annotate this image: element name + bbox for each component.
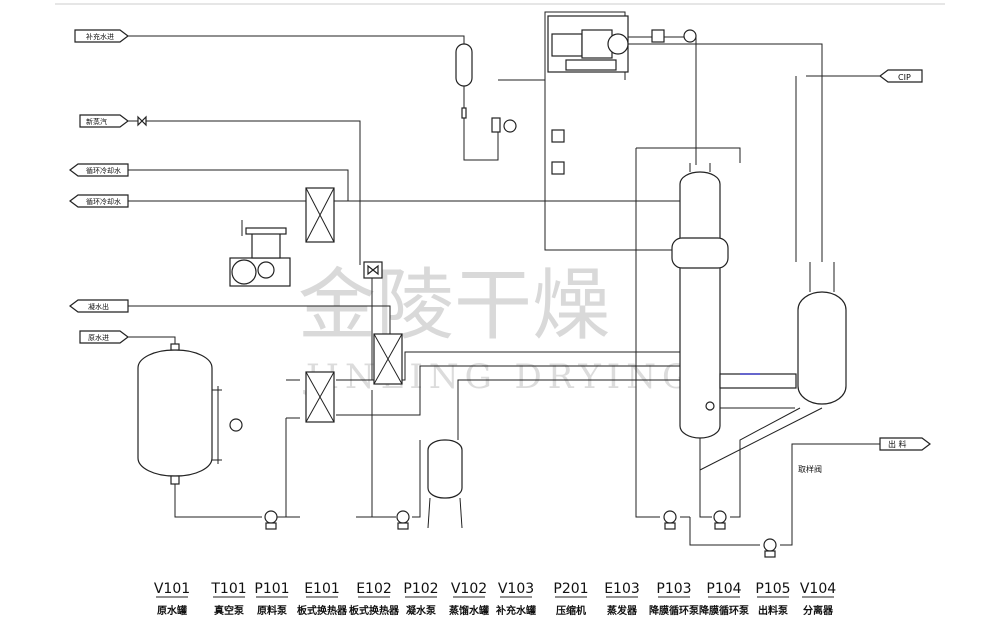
svg-text:循环冷却水: 循环冷却水 (86, 197, 121, 206)
legend-name-v103: 补充水罐 (495, 604, 536, 617)
v103-makeup-water-tank (455, 43, 473, 119)
legend-code-e101: E101 (304, 581, 340, 597)
sample-valve-label: 取样阀 (798, 464, 822, 474)
p101-feed-pump (264, 510, 278, 530)
legend-code-v102: V102 (451, 581, 487, 597)
stream-tag-cip: CIP (879, 69, 923, 83)
svg-text:补充水进: 补充水进 (86, 32, 114, 41)
p102-condensate-pump (396, 510, 410, 530)
instrument-bubble (503, 119, 517, 133)
t101-vacuum-pump (229, 220, 291, 287)
legend-name-p105: 出料泵 (758, 604, 789, 617)
svg-text:新蒸汽: 新蒸汽 (86, 117, 107, 126)
svg-text:CIP: CIP (898, 73, 911, 82)
legend-name-t101: 真空泵 (214, 604, 245, 617)
p104-circulation-pump (713, 510, 727, 530)
legend-code-e103: E103 (604, 581, 640, 597)
stream-tag-condensate-out: 凝水出 (69, 299, 129, 313)
instrument-2 (551, 161, 565, 175)
legend-code-p105: P105 (755, 581, 790, 597)
instrument-ti (683, 29, 697, 43)
svg-text:原水进: 原水进 (88, 333, 109, 342)
watermark-en: JINLING DRYING (303, 357, 695, 397)
svg-text:循环冷却水: 循环冷却水 (86, 166, 121, 175)
legend-name-p101: 原料泵 (257, 604, 288, 617)
instrument-pt (651, 29, 665, 43)
legend-name-p104: 降膜循环泵 (699, 604, 750, 617)
legend-name-v101: 原水罐 (157, 604, 187, 617)
legend-name-v102: 蒸馏水罐 (449, 604, 489, 617)
stream-tag-cooling-water-1: 循环冷却水 (69, 163, 129, 177)
p105-discharge-pump (763, 538, 777, 558)
p201-compressor (547, 15, 629, 73)
e103-evaporator (671, 163, 729, 439)
legend-code-v104: V104 (800, 581, 836, 597)
legend-name-p102: 凝水泵 (406, 604, 437, 617)
legend-code-v101: V101 (154, 581, 190, 597)
instrument-1 (551, 129, 565, 143)
legend-code-p102: P102 (403, 581, 438, 597)
legend-code-p201: P201 (553, 581, 588, 597)
svg-text:出 料: 出 料 (888, 439, 907, 449)
stream-tag-cooling-water-2: 循环冷却水 (69, 194, 129, 208)
v104-separator (797, 262, 847, 405)
stream-tag-live-steam: 新蒸汽 (79, 114, 129, 128)
legend-code-p104: P104 (706, 581, 741, 597)
legend-code-p103: P103 (656, 581, 691, 597)
v102-distilled-water-tank (427, 439, 463, 529)
legend-code-v103: V103 (498, 581, 534, 597)
legend-name-p201: 压缩机 (556, 604, 586, 617)
legend-code-e102: E102 (356, 581, 392, 597)
flowmeter (491, 117, 501, 133)
legend-code-t101: T101 (210, 581, 246, 597)
legend-name-p103: 降膜循环泵 (649, 604, 700, 617)
legend-name-e101: 板式换热器 (297, 604, 348, 617)
equipment-legend: V101原水罐T101真空泵P101原料泵E101板式换热器E102板式换热器P… (154, 581, 836, 617)
legend-code-p101: P101 (254, 581, 289, 597)
stream-tag-raw-water-in: 原水进 (79, 330, 129, 344)
legend-name-e103: 蒸发器 (607, 604, 638, 617)
stream-tag-product: 出 料 (879, 437, 931, 451)
legend-name-v104: 分离器 (803, 604, 834, 617)
stream-tag-makeup-water: 补充水进 (74, 29, 129, 43)
svg-text:凝水出: 凝水出 (88, 302, 109, 311)
e102-plate-heat-exchanger (373, 333, 403, 385)
control-valve (363, 261, 383, 279)
e101-plate-heat-exchanger (305, 187, 335, 423)
v101-raw-water-tank (137, 343, 243, 485)
legend-name-e102: 板式换热器 (349, 604, 400, 617)
p103-circulation-pump (663, 510, 677, 530)
vapor-duct (719, 373, 797, 389)
